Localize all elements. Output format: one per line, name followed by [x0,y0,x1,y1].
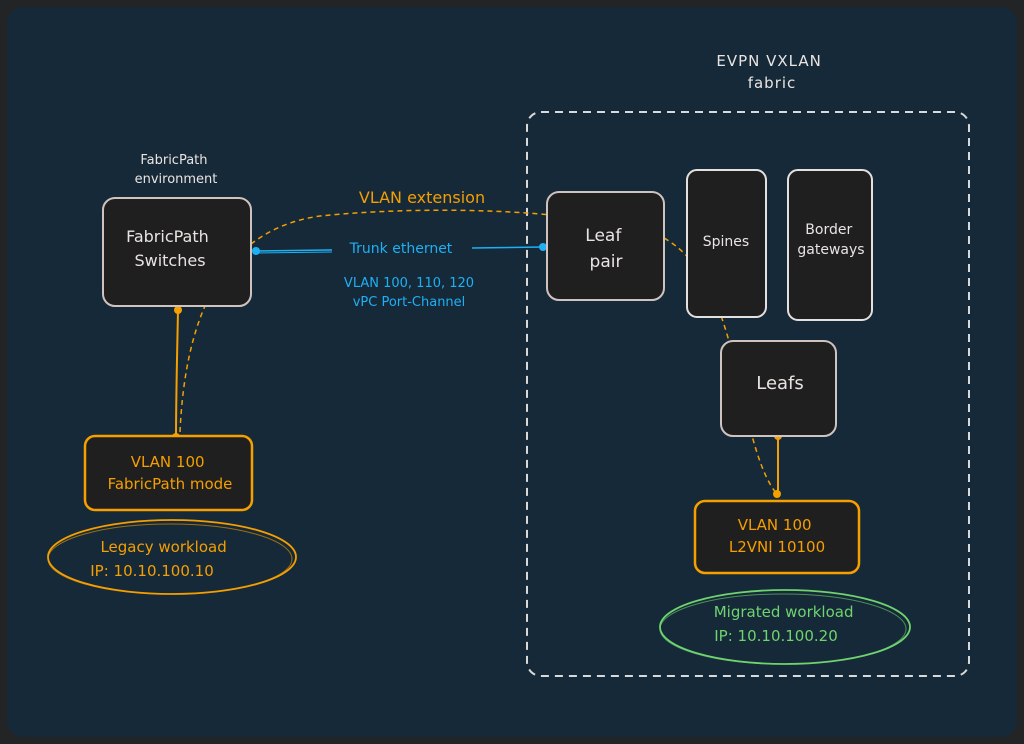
vlan-l2vni-node [693,499,861,575]
spines-label: Spines [703,234,749,250]
fabricpath-to-vlan-link [175,309,179,438]
vlan-l2vni-line-2: L2VNI 10100 [729,538,825,556]
evpn-title-line-2: fabric [748,74,797,92]
leaf-pair-line-2: pair [590,252,623,272]
vlan-list-label: VLAN 100, 110, 120 [344,276,474,291]
legacy-workload-ellipse-sketch [47,523,293,595]
vlan-extension-label: VLAN extension [359,188,485,207]
vlan-fabricpath-line-2: FabricPath mode [108,475,233,493]
vpc-port-channel-label: vPC Port-Channel [353,295,466,310]
leaf-pair-line-1: Leaf [585,226,622,246]
fabricpath-link-start-dot [174,306,182,314]
legacy-workload-line-2: IP: 10.10.100.10 [90,562,214,580]
legacy-workload-line-1: Legacy workload [100,538,226,556]
leaf-pair-label: Leaf pair [585,226,626,272]
leaf-pair-node [546,191,665,301]
leafs-node [720,340,837,437]
legacy-workload-label: Legacy workload IP: 10.10.100.10 [90,538,231,580]
leafs-link-end-dot [773,490,781,498]
trunk-end-dot [539,243,547,251]
vlan-l2vni-line-1: VLAN 100 [738,516,812,534]
spines-node [686,169,767,318]
trunk-start-dot [252,247,260,255]
fabricpath-env-line-1: FabricPath [140,153,207,168]
border-gateways-node [787,169,873,321]
trunk-ethernet-label: Trunk ethernet [349,241,453,257]
fabricpath-switches-line-1: FabricPath [126,227,209,246]
migrated-workload-ellipse-sketch [659,593,907,665]
vlan-fabricpath-node [83,434,254,512]
fabricpath-switches-label: FabricPath Switches [126,227,214,270]
evpn-fabric-title: EVPN VXLAN fabric [716,52,827,92]
border-gateways-label: Border gateways [797,222,864,258]
fabricpath-switches-node [102,197,252,307]
diagram-background [7,7,1017,737]
fabricpath-env-line-2: environment [135,172,218,187]
migrated-workload-label: Migrated workload IP: 10.10.100.20 [714,603,859,645]
vlan-fabricpath-label: VLAN 100 FabricPath mode [108,453,233,493]
border-gateways-line-2: gateways [797,242,864,258]
fabricpath-environment-label: FabricPath environment [135,153,218,187]
trunk-label-background [332,238,472,258]
leafs-label: Leafs [756,373,804,394]
migrated-workload-line-1: Migrated workload [714,603,854,621]
fabricpath-switches-line-2: Switches [134,251,205,270]
migrated-workload-line-2: IP: 10.10.100.20 [714,627,838,645]
trunk-ethernet-link-double [255,251,333,254]
evpn-title-line-1: EVPN VXLAN [716,52,822,70]
evpn-fabric-boundary [526,111,970,677]
vlan-l2vni-label: VLAN 100 L2VNI 10100 [729,516,825,556]
border-gateways-line-1: Border [805,222,852,238]
vlan-fabricpath-line-1: VLAN 100 [131,453,205,471]
